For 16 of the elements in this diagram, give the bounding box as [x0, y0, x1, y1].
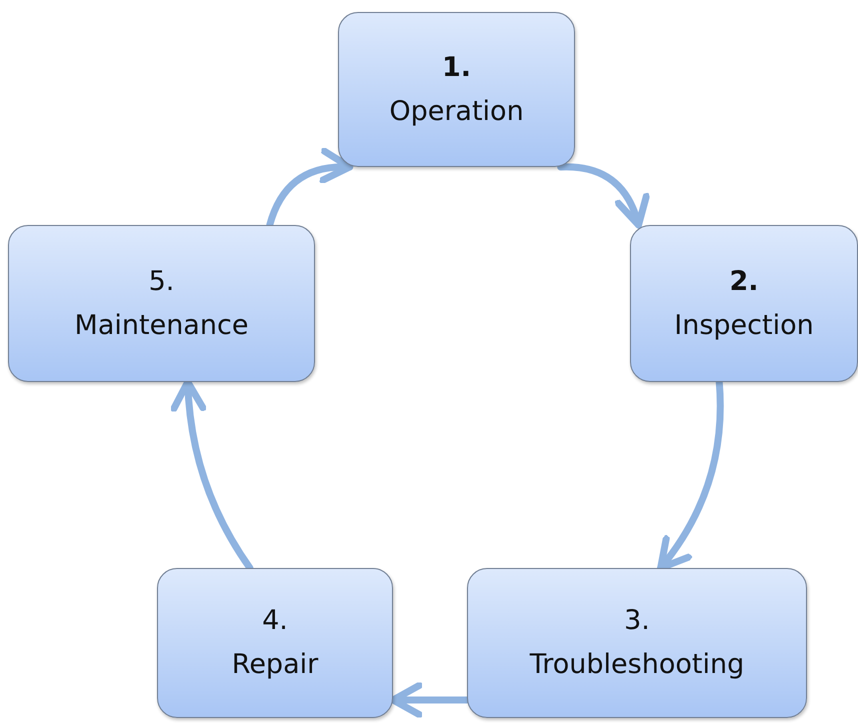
- step-label: Maintenance: [74, 310, 248, 340]
- process-box: [467, 568, 807, 718]
- process-box: [338, 12, 575, 167]
- step-number: 2.: [729, 266, 759, 296]
- process-box: [8, 225, 315, 382]
- step-number: 1.: [442, 52, 472, 82]
- step-label: Troubleshooting: [530, 650, 744, 680]
- step-number: 4.: [262, 606, 288, 636]
- curved-arrow: [557, 163, 649, 228]
- process-box: [157, 568, 393, 718]
- step-number: 5.: [148, 266, 174, 296]
- process-box: [630, 225, 858, 382]
- step-number: 3.: [624, 606, 650, 636]
- step-label: Repair: [232, 650, 318, 680]
- step-label: Inspection: [674, 310, 814, 340]
- step-label: Operation: [389, 96, 524, 126]
